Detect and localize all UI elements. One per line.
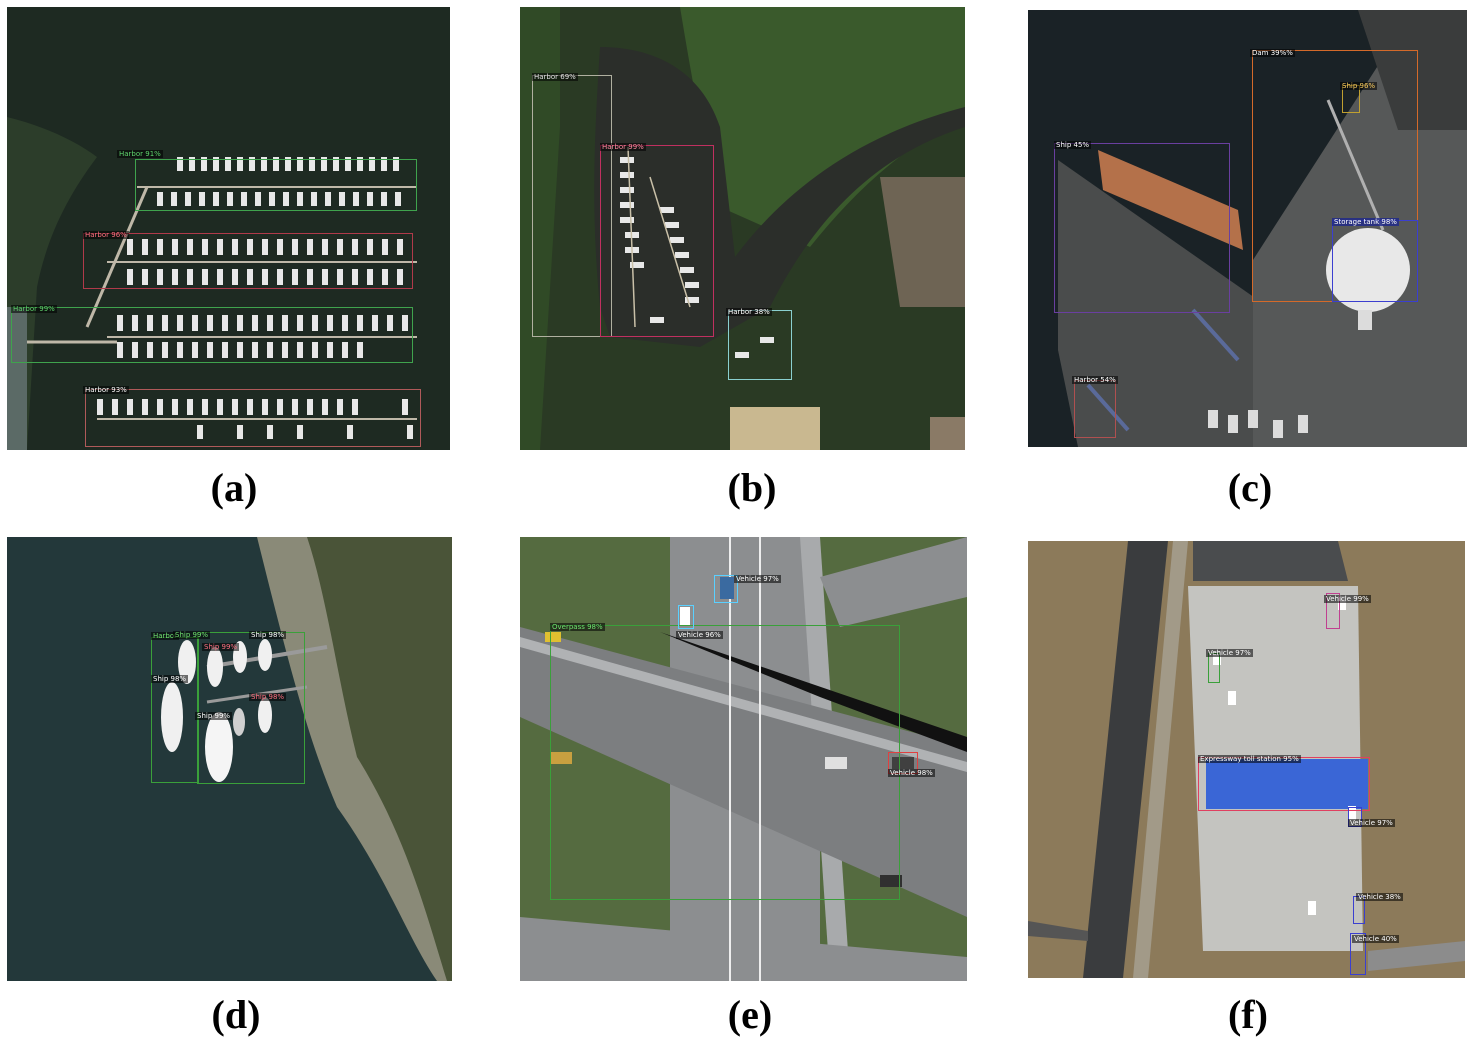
harbor-box-right	[728, 310, 792, 380]
harbor-box-top	[135, 159, 417, 211]
harbor-label-lower: Harbor 99%	[11, 305, 57, 313]
vehicle-box-e1	[678, 605, 694, 629]
ship-label-small: Ship 96%	[1340, 82, 1378, 90]
harbor-box-bottom	[85, 389, 421, 447]
panel-f-scene	[1028, 541, 1465, 978]
ship-label-large: Ship 45%	[1054, 141, 1092, 149]
dam-label: Dam 39%%	[1250, 49, 1295, 57]
toll-station-label: Expressway toll station 95%	[1198, 755, 1301, 763]
storage-tank-label: Storage tank 98%	[1332, 218, 1399, 226]
harbor-label-bottom: Harbor 93%	[83, 386, 129, 394]
vehicle-label-f4: Vehicle 38%	[1356, 893, 1403, 901]
overpass-box	[550, 625, 900, 900]
caption-a: (a)	[210, 465, 258, 510]
ship-label-d2: Ship 98%	[249, 631, 287, 639]
harbor-box-middle	[83, 233, 413, 289]
overpass-label: Overpass 98%	[550, 623, 605, 631]
harbor-label-left: Harbor 69%	[532, 73, 578, 81]
panel-e-image: Overpass 98% Vehicle 96% Vehicle 97% Veh…	[520, 537, 967, 981]
vehicle-label-f3: Vehicle 97%	[1348, 819, 1395, 827]
harbor-label-right: Harbor 38%	[726, 308, 772, 316]
harbor-box-d	[197, 632, 305, 784]
panel-c-image: Dam 39%% Ship 96% Ship 45% Storage tank …	[1028, 10, 1467, 447]
panel-b-image: Harbor 69% Harbor 99% Harbor 38%	[520, 7, 965, 450]
ship-label-d6: Ship 99%	[195, 712, 233, 720]
caption-c: (c)	[1227, 465, 1273, 510]
ship-label-d4: Ship 98%	[151, 675, 189, 683]
ship-label-d1: Ship 99%	[173, 631, 211, 639]
vehicle-label-f2: Vehicle 97%	[1206, 649, 1253, 657]
storage-tank-box	[1332, 220, 1418, 302]
ship-label-d3: Ship 99%	[202, 643, 240, 651]
vehicle-label-e2: Vehicle 97%	[734, 575, 781, 583]
vehicle-label-f1: Vehicle 99%	[1324, 595, 1371, 603]
panel-d-image: Harbor Ship 99% Ship 98% Ship 99% Ship 9…	[7, 537, 452, 981]
vehicle-box-e2	[714, 575, 738, 603]
harbor-label-d: Harbor	[151, 632, 180, 640]
harbor-label-c: Harbor 54%	[1072, 376, 1118, 384]
vehicle-box-f1	[1326, 593, 1340, 629]
harbor-label-middle: Harbor 96%	[83, 231, 129, 239]
panel-b-scene	[520, 7, 965, 450]
panel-a-image: Harbor 91% Harbor 96% Harbor 99% Harbor …	[7, 7, 450, 450]
panel-e-scene	[520, 537, 967, 981]
caption-b: (b)	[727, 465, 777, 510]
caption-f: (f)	[1228, 992, 1268, 1037]
vehicle-label-e3: Vehicle 98%	[888, 769, 935, 777]
harbor-box-center	[600, 145, 714, 337]
panel-d-scene	[7, 537, 452, 981]
toll-station-box	[1198, 757, 1370, 811]
harbor-box-lower	[11, 307, 413, 363]
ship-box-large	[1054, 143, 1230, 313]
vehicle-label-f5: Vehicle 40%	[1352, 935, 1399, 943]
harbor-label-center: Harbor 99%	[600, 143, 646, 151]
panel-a-scene	[7, 7, 450, 450]
harbor-box-c	[1074, 380, 1116, 438]
panel-c-scene	[1028, 10, 1467, 447]
caption-d: (d)	[211, 992, 261, 1037]
ship-label-d5: Ship 98%	[249, 693, 287, 701]
vehicle-label-e1: Vehicle 96%	[676, 631, 723, 639]
panel-f-image: Vehicle 99% Vehicle 97% Expressway toll …	[1028, 541, 1465, 978]
harbor-box-d-left	[151, 637, 199, 783]
vehicle-box-f5	[1350, 933, 1366, 975]
caption-e: (e)	[727, 992, 773, 1037]
harbor-label-top: Harbor 91%	[117, 150, 163, 158]
vehicle-box-f2	[1208, 653, 1220, 683]
